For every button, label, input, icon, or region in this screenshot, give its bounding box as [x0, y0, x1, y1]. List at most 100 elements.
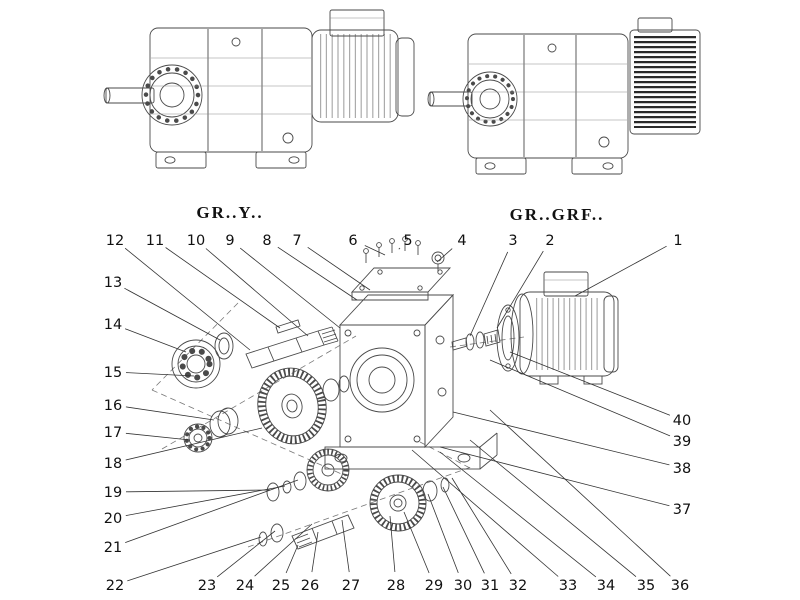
- leader-line-21: [125, 479, 299, 543]
- part-number-13: 13: [104, 275, 122, 291]
- part-number-23: 23: [198, 578, 216, 594]
- leader-line-26: [311, 531, 319, 573]
- part-number-19: 19: [104, 485, 122, 501]
- ball-bearing-large: [171, 339, 221, 389]
- part-number-25: 25: [272, 578, 290, 594]
- leader-line-32: [451, 477, 512, 575]
- leader-line-35: [469, 439, 637, 578]
- leader-line-2: [496, 250, 544, 329]
- leader-line-34: [439, 451, 597, 578]
- part-number-21: 21: [104, 540, 122, 556]
- leader-line-1: [574, 245, 667, 297]
- part-number-26: 26: [301, 578, 319, 594]
- leader-line-39: [489, 359, 671, 437]
- eye-bolt: [431, 251, 445, 272]
- retaining-ring: [338, 375, 350, 393]
- leader-line-4: [436, 248, 453, 263]
- leader-line-11: [165, 247, 281, 329]
- part-number-9: 9: [225, 233, 234, 249]
- part-number-40: 40: [673, 413, 691, 429]
- leader-line-7: [307, 246, 371, 291]
- leader-line-5: [398, 247, 401, 250]
- part-number-30: 30: [454, 578, 472, 594]
- electric-motor: [510, 271, 619, 385]
- leader-line-10: [205, 248, 309, 337]
- part-number-32: 32: [509, 578, 527, 594]
- gear-intermediate: [266, 448, 350, 502]
- leader-line-13: [124, 287, 221, 341]
- part-number-4: 4: [457, 233, 466, 249]
- part-number-11: 11: [146, 233, 164, 249]
- part-number-34: 34: [597, 578, 615, 594]
- leader-line-23: [216, 530, 276, 578]
- output-shaft: [258, 514, 355, 550]
- leader-line-27: [341, 519, 350, 573]
- part-number-39: 39: [673, 434, 691, 450]
- leader-line-28: [389, 515, 396, 573]
- part-number-5: 5: [403, 233, 412, 249]
- part-number-16: 16: [104, 398, 122, 414]
- leader-line-12: [124, 247, 251, 351]
- part-number-29: 29: [425, 578, 443, 594]
- part-number-27: 27: [342, 578, 360, 594]
- leader-line-30: [427, 493, 459, 574]
- leader-line-20: [125, 485, 286, 516]
- part-number-37: 37: [673, 502, 691, 518]
- oil-seal-ring: [214, 332, 234, 360]
- leader-line-3: [469, 251, 509, 337]
- leader-line-17: [125, 432, 191, 441]
- gear-housing: [324, 293, 498, 470]
- part-number-35: 35: [637, 578, 655, 594]
- leader-line-31: [442, 486, 485, 574]
- part-number-14: 14: [104, 317, 122, 333]
- leader-line-24: [254, 523, 313, 577]
- variant-label-foot: GR..Y..: [196, 203, 263, 222]
- leader-line-22: [127, 536, 262, 582]
- part-number-6: 6: [348, 233, 357, 249]
- part-number-18: 18: [104, 456, 122, 472]
- part-number-15: 15: [104, 365, 122, 381]
- part-number-24: 24: [236, 578, 254, 594]
- leader-line-6: [364, 245, 386, 256]
- leader-line-9: [239, 247, 341, 329]
- part-number-38: 38: [673, 461, 691, 477]
- part-number-12: 12: [106, 233, 124, 249]
- part-number-8: 8: [262, 233, 271, 249]
- part-number-28: 28: [387, 578, 405, 594]
- part-number-2: 2: [545, 233, 554, 249]
- part-number-33: 33: [559, 578, 577, 594]
- leader-line-14: [124, 328, 187, 353]
- leader-line-15: [125, 372, 195, 377]
- leader-line-25: [285, 544, 299, 574]
- exploded-view: [151, 236, 619, 550]
- assembled-gearmotor-flange-drawing: [427, 17, 701, 175]
- part-number-3: 3: [508, 233, 517, 249]
- roller-bearing-sleeve: [209, 407, 239, 438]
- leader-line-29: [403, 511, 430, 574]
- washer: [322, 378, 340, 402]
- part-number-22: 22: [106, 578, 124, 594]
- part-number-7: 7: [292, 233, 301, 249]
- leader-line-18: [125, 427, 263, 461]
- cover-bolts: [363, 236, 421, 263]
- leader-line-33: [411, 449, 559, 577]
- leader-line-16: [125, 406, 215, 421]
- part-number-17: 17: [104, 425, 122, 441]
- leader-line-38: [452, 411, 670, 466]
- leader-line-19: [125, 489, 271, 493]
- ball-bearing-small: [183, 423, 213, 453]
- part-number-36: 36: [671, 578, 689, 594]
- leader-line-37: [439, 446, 670, 507]
- leader-line-36: [489, 409, 671, 577]
- part-number-10: 10: [187, 233, 205, 249]
- assembled-gearmotor-foot-drawing: [103, 9, 415, 169]
- leader-line-40: [509, 351, 671, 416]
- part-number-31: 31: [481, 578, 499, 594]
- variant-label-flange: GR..GRF..: [510, 205, 605, 224]
- input-shaft: [245, 319, 339, 369]
- part-number-1: 1: [673, 233, 682, 249]
- motor-flange: [496, 304, 520, 372]
